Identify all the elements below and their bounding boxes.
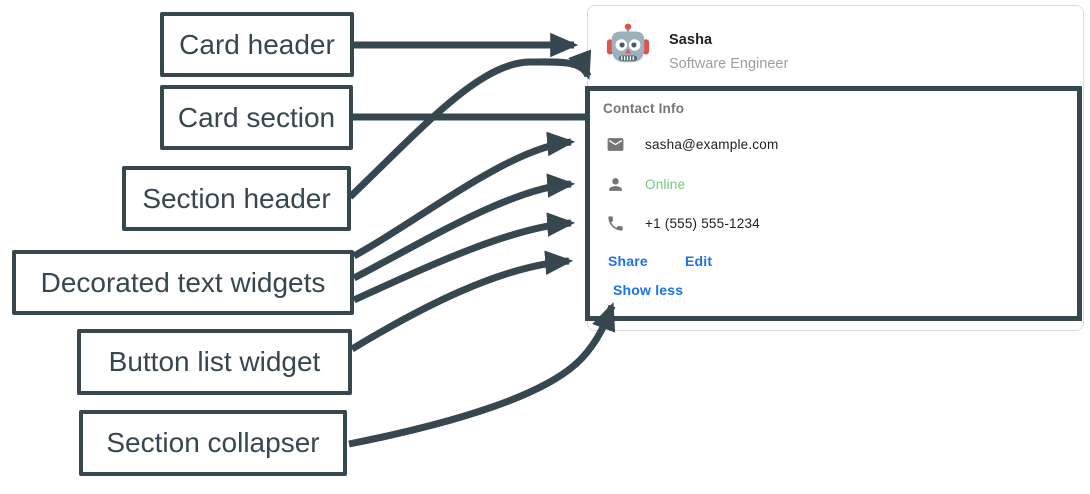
edit-button[interactable]: Edit (685, 253, 713, 269)
arrow-decorated-text-status (352, 173, 576, 282)
arrow-section-collapser (348, 302, 616, 448)
label-section-header: Section header (122, 166, 351, 231)
section-header: Contact Info (603, 101, 685, 116)
decorated-text-widget-status: Online (606, 175, 685, 194)
label-section-collapser: Section collapser (79, 410, 347, 476)
arrow-section-header (347, 49, 592, 200)
robot-avatar-icon (606, 23, 650, 63)
label-button-list-widget: Button list widget (77, 329, 352, 395)
label-card-header: Card header (160, 12, 354, 77)
share-button[interactable]: Share (608, 253, 648, 269)
card-header: Sasha Software Engineer (588, 6, 1083, 87)
arrow-button-list (350, 250, 574, 352)
decorated-text-widget-email: sasha@example.com (606, 135, 778, 154)
decorated-text-widget-phone: +1 (555) 555-1234 (606, 214, 760, 233)
label-card-section-text: Card section (177, 101, 336, 133)
label-decorated-text-widgets: Decorated text widgets (12, 250, 354, 315)
email-text: sasha@example.com (645, 137, 779, 152)
label-card-section: Card section (160, 85, 353, 150)
arrow-decorated-text-email (352, 131, 576, 260)
phone-icon (608, 216, 623, 231)
label-decorated-text-widgets-text: Decorated text widgets (40, 266, 326, 298)
card-section: Contact Info sasha@example.com Online +1… (585, 86, 1082, 321)
label-section-header-text: Section header (142, 182, 331, 214)
phone-text: +1 (555) 555-1234 (645, 216, 760, 231)
person-icon (609, 178, 622, 191)
status-text: Online (645, 177, 686, 192)
label-button-list-widget-text: Button list widget (108, 346, 321, 377)
label-card-header-text: Card header (179, 28, 335, 60)
person-name: Sasha (669, 32, 713, 48)
arrow-decorated-text-phone (352, 212, 576, 304)
person-role: Software Engineer (669, 56, 789, 72)
section-collapser-button[interactable]: Show less (613, 282, 684, 298)
label-section-collapser-text: Section collapser (106, 427, 320, 458)
email-icon (607, 138, 624, 151)
